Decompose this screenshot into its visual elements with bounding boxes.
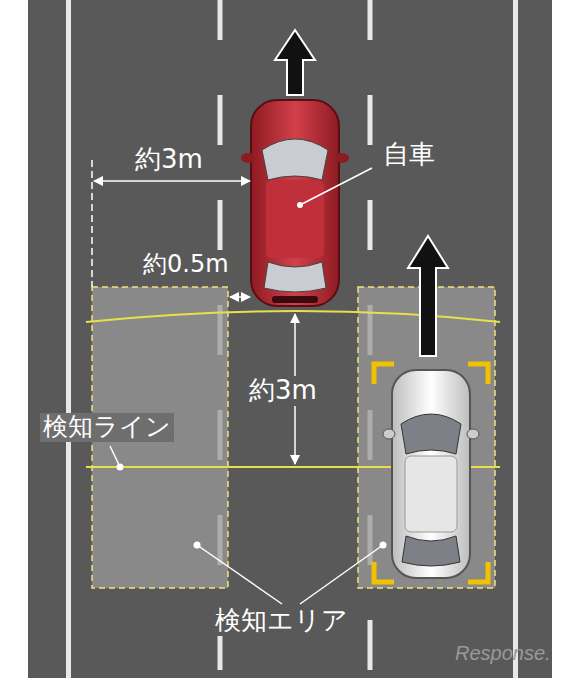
area-label: 検知ライン <box>40 413 174 442</box>
watermark: Response. <box>452 642 554 665</box>
area-label: 検知エリア <box>212 606 351 636</box>
dimension-label: 約3m <box>132 145 206 175</box>
dimension-label: 約3m <box>246 376 320 406</box>
dimension-label: 約0.5m <box>140 251 232 279</box>
part-label: 自車 <box>380 140 438 170</box>
